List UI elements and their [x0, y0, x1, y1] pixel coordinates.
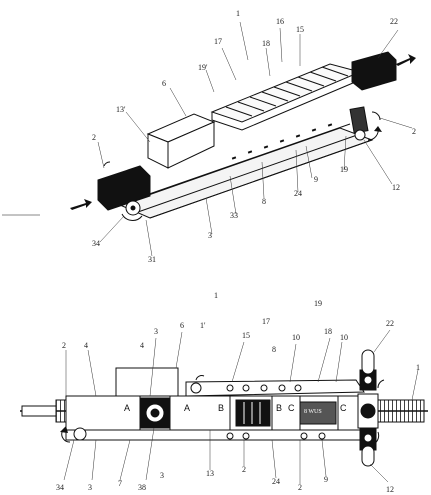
label-24-bottom: 24	[272, 477, 280, 486]
label-9-bottom: 9	[324, 475, 328, 484]
label-4-bottom-mid: 4	[140, 341, 144, 350]
label-3-bottom-b: 3	[160, 471, 164, 480]
bottom-leader-lines	[63, 329, 419, 484]
label-1-top: 1	[236, 9, 240, 18]
label-22-top: 22	[390, 17, 398, 26]
label-24-top: 24	[294, 189, 302, 198]
label-18-bottom: 18	[324, 327, 332, 336]
label-34-top: 34	[92, 239, 100, 248]
label-2-bottom-a: 2	[242, 465, 246, 474]
ladder-rungs	[225, 66, 349, 117]
label-18-top: 18	[262, 39, 270, 48]
upper-slider	[185, 379, 365, 397]
label-17-top: 17	[214, 37, 222, 46]
right-threaded-rod	[377, 399, 425, 423]
left-pulley	[121, 200, 143, 221]
label-12-bottom: 12	[386, 485, 394, 494]
label-8-top: 8	[262, 197, 266, 206]
label-19-bottom: 19	[314, 299, 322, 308]
bottom-figure	[20, 349, 428, 467]
label-3-top: 3	[208, 231, 212, 240]
wheel-text: 8 WUS	[304, 409, 322, 415]
label-16: 16	[276, 17, 284, 26]
label-22-bottom: 22	[386, 319, 394, 328]
left-end-block	[97, 165, 151, 211]
right-end-block	[351, 51, 397, 91]
segment-letter-c-right: C	[340, 403, 347, 413]
label-1-bottom: 1	[214, 291, 218, 300]
motor-box-side	[115, 367, 179, 397]
label-31: 31	[148, 255, 156, 264]
label-15-bottom: 15	[242, 331, 250, 340]
right-motor-side	[357, 349, 379, 467]
segment-letter-b-left: B	[218, 403, 225, 413]
label-10-left: 10	[292, 333, 300, 342]
label-6-bottom: 6	[180, 321, 184, 330]
label-2-top-right: 2	[412, 127, 416, 136]
gear-block-b	[235, 399, 271, 427]
label-2-bottom-left: 2	[62, 341, 66, 350]
label-3-bottom-top: 3	[154, 327, 158, 336]
label-7: 7	[118, 479, 122, 488]
label-12-top: 12	[392, 183, 400, 192]
label-19-top: 19	[340, 165, 348, 174]
gear-block-c	[299, 401, 337, 425]
motion-arrows	[70, 54, 416, 210]
segment-letter-a-left: A	[124, 403, 131, 413]
label-2-bottom-b: 2	[298, 483, 302, 492]
label-8-bottom: 8	[272, 345, 276, 354]
label-38: 38	[138, 483, 146, 492]
segment-letter-c-left: C	[288, 403, 295, 413]
label-6-top: 6	[162, 79, 166, 88]
label-34-bottom: 34	[56, 483, 64, 492]
rail-holes	[231, 123, 333, 160]
label-1-bottom-right: 1	[416, 363, 420, 372]
label-19-prime: 19'	[198, 63, 208, 72]
label-1-prime: 1'	[200, 321, 206, 330]
right-motor	[349, 106, 382, 141]
label-10-right: 10	[340, 333, 348, 342]
label-3-bottom-a: 3	[88, 483, 92, 492]
label-2-top-left: 2	[92, 133, 96, 142]
label-4-bottom-left: 4	[84, 341, 88, 350]
top-figure	[2, 51, 416, 221]
segment-letter-b-right: B	[276, 403, 283, 413]
label-13-prime: 13'	[116, 105, 126, 114]
bolt-holes	[226, 384, 326, 440]
top-leader-lines	[97, 21, 413, 257]
label-13-bottom: 13	[206, 469, 214, 478]
label-33: 33	[230, 211, 238, 220]
label-17-bottom: 17	[262, 317, 270, 326]
label-9-top: 9	[314, 175, 318, 184]
segment-letter-a-right: A	[184, 403, 191, 413]
label-15-top: 15	[296, 25, 304, 34]
